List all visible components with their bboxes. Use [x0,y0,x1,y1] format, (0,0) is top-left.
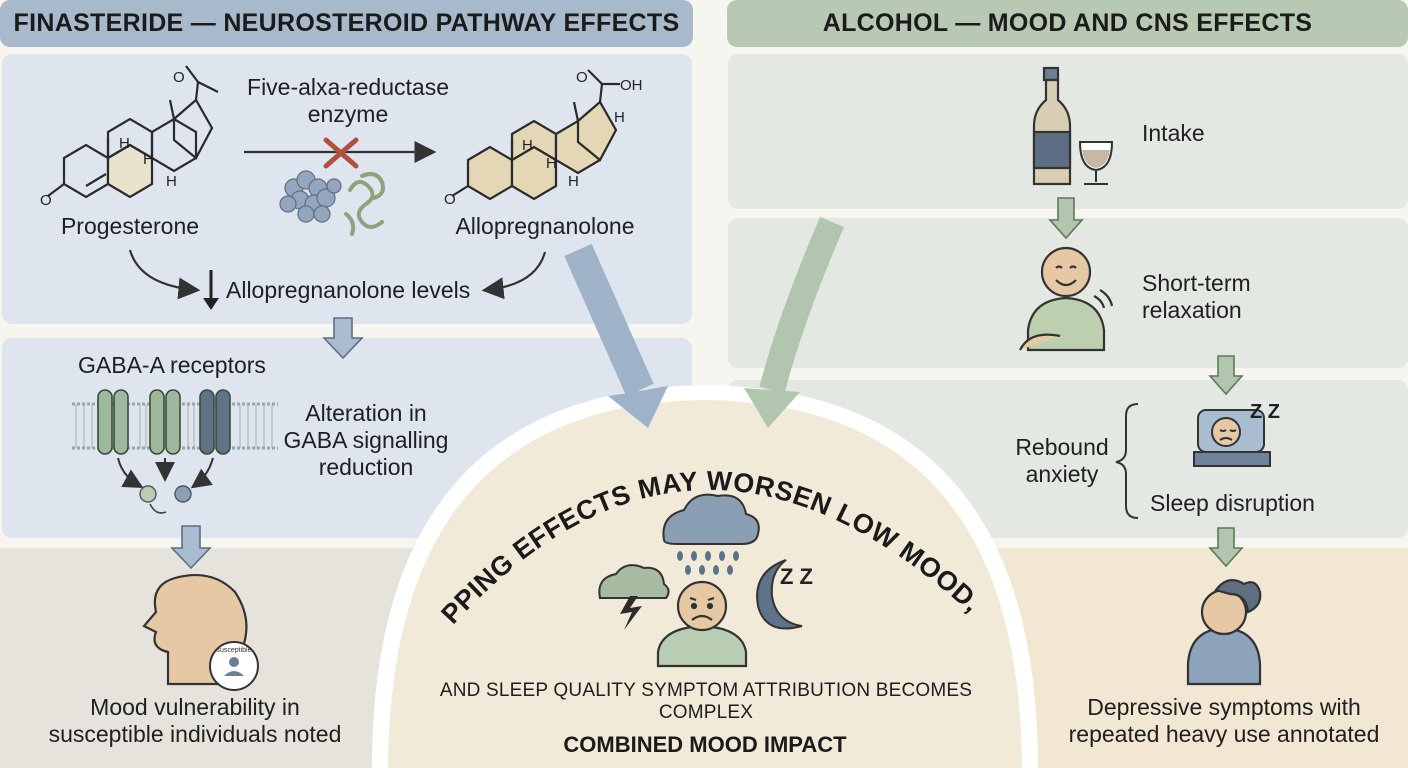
progesterone-label: Progesterone [60,213,200,239]
depressed-person-icon [1186,579,1262,686]
moon-icon [756,559,803,630]
center-line2: AND SLEEP QUALITY SYMPTOM ATTRIBUTION BE… [439,680,973,723]
head-profile-icon [142,574,259,691]
bottle-icon [1032,66,1072,186]
relax-line2: relaxation [1142,297,1242,323]
mood-line2: susceptible individuals noted [48,721,342,747]
progesterone-h2-label: H [143,151,154,168]
block-arrow-2 [170,525,212,570]
gaba-alteration-line1: Alteration in [305,400,427,426]
allo-oh-label: OH [620,77,643,94]
mood-line1: Mood vulnerability in [90,694,300,720]
gaba-alteration-line2: GABA signalling [283,427,449,453]
center-zz: Z Z [780,564,813,589]
gaba-receptors-label: GABA-A receptors [78,352,266,378]
mood-vulnerability-label: Mood vulnerability in susceptible indivi… [10,694,380,748]
gaba-receptor-icon [72,389,278,514]
progesterone-o-label: O [40,192,52,209]
wine-glass-icon [1078,141,1114,185]
relaxation-label: Short-term relaxation [1142,270,1322,324]
block-arrow-1 [322,317,364,360]
down-arrow-icon [203,270,219,310]
left-header: FINASTERIDE — NEUROSTEROID PATHWAY EFFEC… [0,0,693,47]
rain-cloud-icon [662,493,760,575]
rebound-line2: anxiety [1025,461,1099,487]
storm-cloud-icon [598,564,670,630]
progesterone-h3-label: H [166,173,177,190]
smiling-person-icon [1019,246,1114,352]
intake-label: Intake [1142,120,1205,146]
bracket-icon [1115,403,1139,519]
rebound-anxiety-label: Rebound anxiety [1004,434,1120,488]
sleeping-person-icon [1193,409,1271,467]
levels-label: Allopregnanolone levels [226,277,471,303]
allo-o2-label: O [576,69,588,86]
enzyme-label-line2: enzyme [307,101,389,127]
gaba-alteration-line3: reduction [318,454,414,480]
allo-h3-label: H [546,155,557,172]
allo-h2-label: H [522,137,533,154]
allopregnanolone-structure-icon [451,69,620,201]
blue-flow-arrow [564,243,668,428]
curved-arrow-left [128,249,201,300]
enzyme-label: Five-alxa-reductase enzyme [230,74,466,128]
depress-line2: repeated heavy use annotated [1068,721,1380,747]
depress-line1: Depressive symptoms with [1087,694,1361,720]
sleep-disruption-label: Sleep disruption [1150,490,1315,516]
sad-person-icon [656,580,748,668]
enzyme-protein-icon [279,170,385,236]
progesterone-h1-label: H [119,135,130,152]
susceptible-badge-text: susceptible [216,647,251,654]
gaba-alteration-label: Alteration in GABA signalling reduction [268,400,464,481]
allo-o-label: O [444,191,456,208]
progesterone-structure-icon [47,65,219,199]
allo-h4-label: H [568,173,579,190]
blocked-x-icon [323,137,359,169]
enzyme-label-line1: Five-alxa-reductase [247,74,449,100]
left-header-text: FINASTERIDE — NEUROSTEROID PATHWAY EFFEC… [13,9,680,37]
curved-arrow-right [481,251,547,300]
progesterone-o2-label: O [173,69,185,86]
sleep-zz: Z Z [1250,401,1280,423]
allo-h1-label: H [614,109,625,126]
green-flow-arrow [744,216,844,428]
right-header: ALCOHOL — MOOD AND CNS EFFECTS [727,0,1408,47]
right-block-arrows [1048,197,1244,568]
rebound-line1: Rebound [1015,434,1109,460]
right-header-text: ALCOHOL — MOOD AND CNS EFFECTS [822,9,1313,37]
center-title: COMBINED MOOD IMPACT [563,732,847,757]
relax-line1: Short-term [1142,270,1251,296]
depressive-symptoms-label: Depressive symptoms with repeated heavy … [1050,694,1398,748]
allopregnanolone-label: Allopregnanolone [455,213,635,239]
